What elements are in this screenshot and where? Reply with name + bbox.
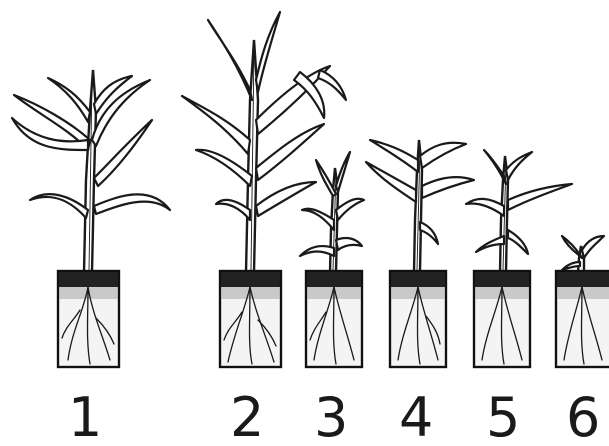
plant-2-shoot bbox=[182, 12, 346, 272]
plant-5-shoot bbox=[466, 150, 572, 272]
plant-2-pot bbox=[220, 271, 281, 367]
plant-6-shoot bbox=[562, 236, 604, 272]
plant-6-pot bbox=[556, 271, 609, 367]
plant-label-5: 5 bbox=[486, 386, 520, 446]
plant-6: 6 bbox=[556, 236, 609, 446]
plant-label-4: 4 bbox=[399, 386, 433, 446]
plant-label-1: 1 bbox=[68, 386, 102, 446]
plant-1-pot bbox=[58, 271, 119, 367]
plant-label-2: 2 bbox=[230, 386, 264, 446]
plant-label-6: 6 bbox=[566, 386, 600, 446]
plant-1: 1 bbox=[12, 70, 170, 446]
plant-1-shoot bbox=[12, 70, 170, 272]
plant-4-pot bbox=[390, 271, 446, 367]
plant-2: 2 bbox=[182, 12, 346, 446]
plant-3-pot bbox=[306, 271, 362, 367]
plant-4: 4 bbox=[366, 140, 474, 446]
plant-label-3: 3 bbox=[314, 386, 348, 446]
plant-3-shoot bbox=[300, 152, 364, 272]
plant-3: 3 bbox=[300, 152, 364, 446]
plant-5-pot bbox=[474, 271, 530, 367]
plant-4-shoot bbox=[366, 140, 474, 272]
